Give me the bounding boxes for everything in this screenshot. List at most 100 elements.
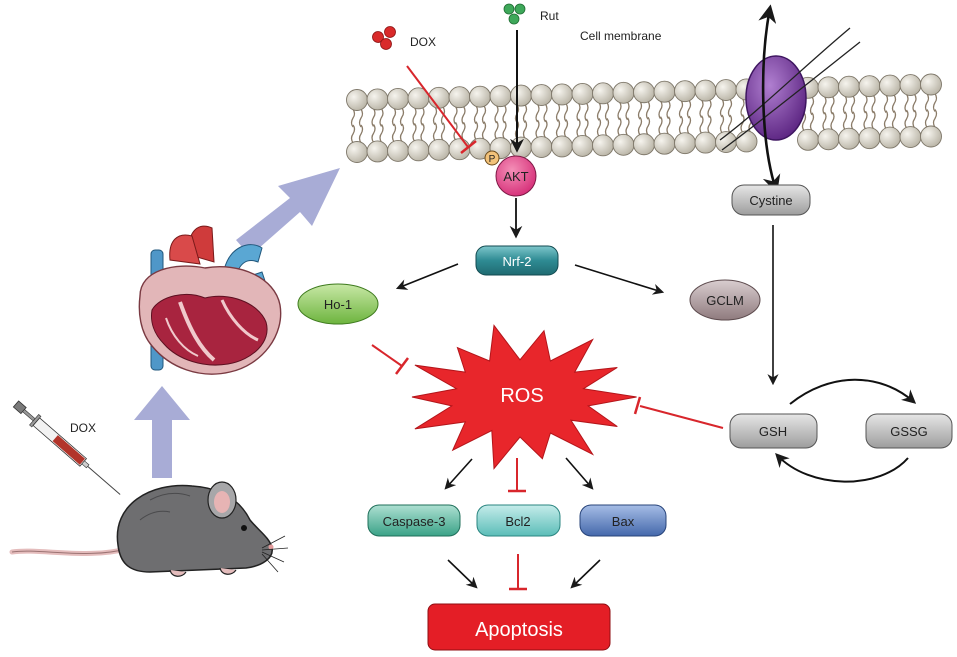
lipid-head bbox=[571, 82, 594, 105]
lipid-head bbox=[510, 136, 532, 159]
lipid-tail bbox=[645, 100, 651, 120]
lipid-tail bbox=[596, 102, 602, 121]
lipid-tail bbox=[699, 99, 704, 118]
lipid-tail bbox=[535, 103, 540, 123]
lipid-tail bbox=[420, 107, 425, 126]
lipid-tail bbox=[842, 111, 848, 131]
lipid-tail bbox=[645, 116, 651, 136]
lipid-head bbox=[899, 74, 922, 97]
ho1-label: Ho-1 bbox=[324, 297, 352, 312]
lipid-head bbox=[838, 75, 860, 98]
lipid-tail bbox=[637, 116, 643, 136]
lipid-tail bbox=[379, 108, 384, 127]
lipid-head bbox=[817, 128, 840, 151]
lipid-tail bbox=[350, 108, 356, 128]
lipid-tail bbox=[584, 118, 589, 138]
lipid-head bbox=[407, 139, 430, 162]
lipid-tail bbox=[924, 93, 930, 112]
gssg-node: GSSG bbox=[865, 413, 953, 449]
lipid-head bbox=[448, 86, 471, 109]
lipid-tail bbox=[801, 112, 807, 132]
ros-label: ROS bbox=[500, 385, 543, 407]
lipid-tail bbox=[473, 105, 479, 125]
lipid-tail bbox=[576, 102, 581, 122]
caspase3-label: Caspase-3 bbox=[383, 514, 446, 529]
lipid-tail bbox=[932, 109, 938, 128]
nrf2-to-ho1-arrow bbox=[395, 263, 459, 290]
phosphate-label: P bbox=[489, 154, 496, 165]
lipid-head bbox=[858, 75, 881, 98]
lipid-tail bbox=[391, 123, 397, 143]
heart-to-cell-arrow bbox=[236, 168, 340, 256]
lipid-tail bbox=[850, 95, 856, 115]
bcl2-label: Bcl2 bbox=[505, 514, 530, 529]
gsh-label: GSH bbox=[759, 424, 787, 439]
lipid-head bbox=[879, 126, 901, 149]
lipid-head bbox=[674, 132, 696, 155]
lipid-tail bbox=[666, 100, 671, 120]
transporter-protein bbox=[719, 4, 861, 194]
lipid-tail bbox=[617, 101, 622, 121]
lipid-tail bbox=[863, 94, 868, 114]
nrf2-node: Nrf-2 bbox=[475, 245, 559, 276]
lipid-head bbox=[571, 134, 594, 157]
gclm-label: GCLM bbox=[706, 293, 744, 308]
lipid-head bbox=[653, 132, 676, 155]
bcl2-node: Bcl2 bbox=[476, 504, 561, 537]
lipid-tail bbox=[850, 111, 856, 131]
lipid-tail bbox=[686, 99, 692, 119]
lipid-tail bbox=[350, 124, 356, 144]
bax-label: Bax bbox=[612, 514, 635, 529]
mouse-illustration-icon bbox=[9, 481, 289, 577]
lipid-tail bbox=[830, 111, 835, 131]
lipid-head bbox=[674, 80, 696, 103]
akt-label: AKT bbox=[503, 169, 528, 184]
lipid-head bbox=[530, 136, 553, 158]
mouse-to-heart-arrow bbox=[134, 386, 190, 478]
dox-inhibition-line bbox=[406, 65, 477, 154]
lipid-head bbox=[715, 79, 737, 101]
lipid-head bbox=[510, 84, 532, 107]
lipid-tail bbox=[822, 111, 827, 131]
bcl2-inhibits-apoptosis bbox=[509, 554, 527, 591]
lipid-tail bbox=[924, 109, 930, 128]
apoptosis-label: Apoptosis bbox=[475, 619, 563, 641]
lipid-head bbox=[797, 128, 819, 151]
lipid-tail bbox=[379, 124, 384, 143]
lipid-tail bbox=[883, 110, 889, 129]
lipid-tail bbox=[596, 117, 602, 137]
syringe-illustration-icon bbox=[12, 400, 121, 495]
lipid-tail bbox=[740, 98, 745, 117]
bax-node: Bax bbox=[579, 504, 667, 537]
lipid-head bbox=[428, 138, 450, 161]
lipid-tail bbox=[891, 94, 897, 113]
ros-inhibits-bcl2 bbox=[508, 458, 526, 493]
lipid-tail bbox=[420, 122, 425, 142]
lipid-tail bbox=[871, 110, 876, 130]
lipid-tail bbox=[502, 104, 507, 124]
lipid-head bbox=[592, 134, 614, 157]
lipid-tail bbox=[461, 105, 466, 125]
dox-syringe-label: DOX bbox=[70, 421, 96, 435]
lipid-tail bbox=[543, 103, 548, 123]
lipid-head bbox=[530, 84, 553, 106]
lipid-tail bbox=[494, 104, 499, 124]
lipid-tail bbox=[563, 119, 569, 138]
lipid-head bbox=[346, 89, 368, 111]
lipid-tail bbox=[912, 109, 917, 129]
lipid-tail bbox=[932, 93, 938, 112]
lipid-head bbox=[879, 74, 901, 97]
lipid-tail bbox=[555, 103, 561, 122]
lipid-tail bbox=[719, 114, 725, 134]
ros-burst: ROS bbox=[411, 324, 637, 470]
gssg-to-gsh-arrow bbox=[775, 452, 909, 483]
lipid-tail bbox=[481, 121, 487, 141]
lipid-tail bbox=[371, 124, 376, 143]
lipid-tail bbox=[625, 117, 630, 137]
lipid-head bbox=[346, 141, 368, 163]
lipid-head bbox=[387, 87, 409, 110]
ros-to-bax-arrow bbox=[565, 457, 594, 490]
lipid-tail bbox=[883, 94, 889, 113]
lipid-tail bbox=[891, 110, 897, 129]
gsh-to-gssg-arrow bbox=[789, 378, 917, 405]
